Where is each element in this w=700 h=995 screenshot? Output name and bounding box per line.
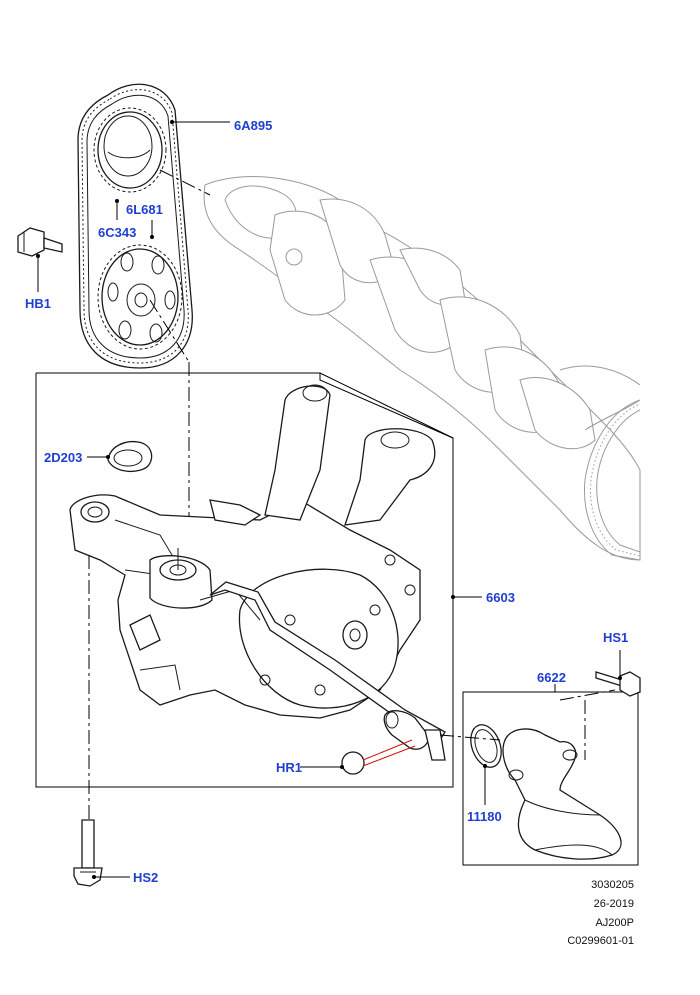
callout-hs2[interactable]: HS2 — [133, 870, 159, 885]
pickup-tube — [502, 728, 622, 860]
bolt-hs2 — [73, 819, 103, 887]
oil-pump-body — [69, 384, 446, 761]
reference-model: AJ200P — [595, 917, 634, 929]
plug — [341, 751, 365, 775]
gasket — [107, 440, 153, 472]
reference-number: 3030205 — [591, 879, 634, 891]
callout-11180[interactable]: 11180 — [467, 809, 502, 824]
crankshaft-ghost — [203, 176, 641, 561]
o-ring — [470, 724, 502, 768]
camshaft-sprocket — [93, 107, 167, 193]
callout-hr1[interactable]: HR1 — [276, 760, 303, 775]
pickup-tube-frame — [462, 691, 639, 866]
callout-6l681[interactable]: 6L681 — [126, 202, 163, 217]
callout-6a895[interactable]: 6A895 — [234, 118, 273, 133]
sprocket-bolt — [17, 227, 63, 257]
callout-6c343[interactable]: 6C343 — [98, 225, 137, 240]
reference-code: C0299601-01 — [567, 935, 634, 947]
bolt-hs1 — [595, 671, 641, 697]
reference-date: 26-2019 — [593, 898, 634, 910]
callout-hs1[interactable]: HS1 — [603, 630, 629, 645]
callout-6622[interactable]: 6622 — [537, 670, 566, 685]
callout-2d203[interactable]: 2D203 — [44, 450, 83, 465]
callout-hb1[interactable]: HB1 — [25, 296, 52, 311]
callout-6603[interactable]: 6603 — [486, 590, 515, 605]
oil-pump-sprocket — [97, 244, 183, 350]
